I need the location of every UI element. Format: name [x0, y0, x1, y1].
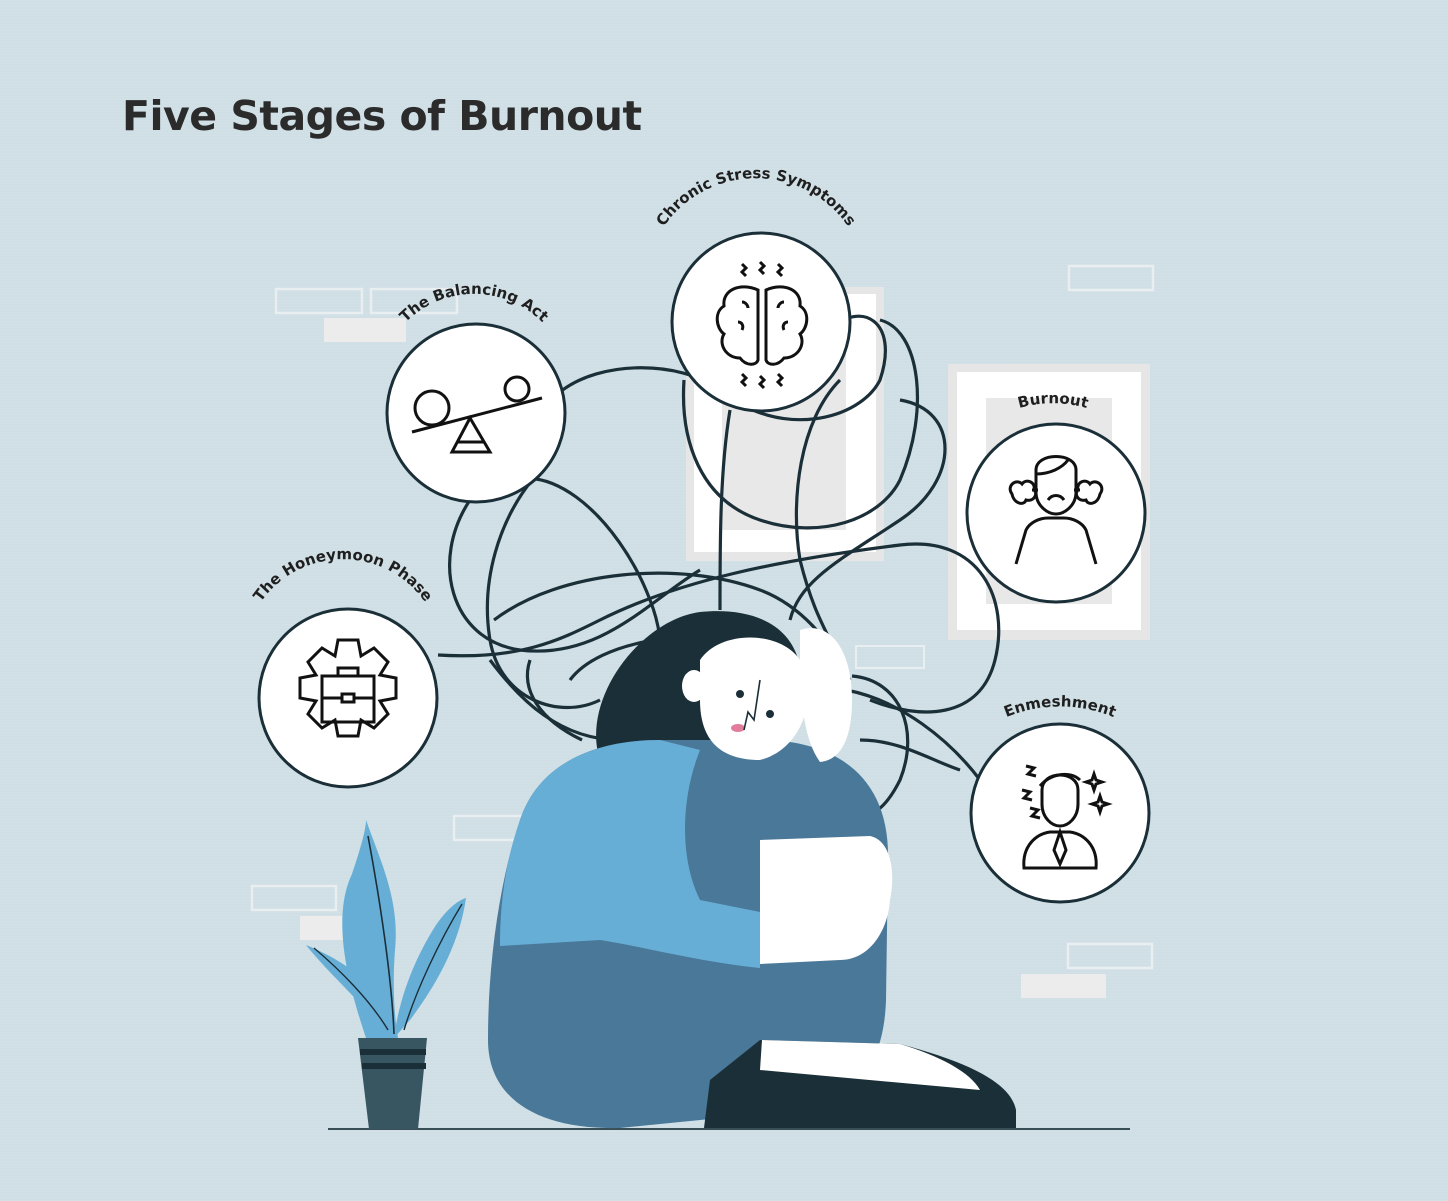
gear-briefcase-icon: [298, 638, 398, 738]
svg-text:The Balancing Act: The Balancing Act: [396, 280, 552, 326]
decor-rect-solid: [324, 318, 406, 342]
potted-plant: [306, 820, 466, 1129]
seesaw-icon: [411, 375, 543, 454]
svg-text:Chronic Stress Symptoms: Chronic Stress Symptoms: [652, 164, 859, 229]
stage-label: Chronic Stress Symptoms: [652, 164, 859, 229]
mouth: [731, 724, 745, 732]
decor-rect-solid: [1021, 974, 1106, 998]
steaming-angry-person-icon: [1008, 455, 1104, 565]
stage-label: The Honeymoon Phase: [250, 545, 437, 605]
decor-rect-outline: [369, 287, 459, 315]
svg-text:The Honeymoon Phase: The Honeymoon Phase: [250, 545, 437, 605]
stage-burnout: Burnout: [965, 389, 1147, 604]
hand: [760, 836, 893, 964]
stage-circle: [969, 722, 1151, 904]
stage-balancing: The Balancing Act: [385, 280, 567, 504]
stage-circle: [670, 231, 852, 413]
face: [700, 637, 808, 760]
stage-honeymoon: The Honeymoon Phase: [250, 545, 439, 789]
stressed-businessman-icon: [1021, 764, 1113, 870]
sock: [760, 1040, 980, 1090]
stage-label: The Balancing Act: [396, 280, 552, 326]
stage-label: Burnout: [1016, 389, 1091, 412]
stage-label: Enmeshment: [1001, 692, 1118, 720]
ear: [682, 670, 706, 702]
decor-rect-outline: [250, 884, 338, 912]
decor-rect-outline: [1066, 942, 1154, 970]
svg-text:Enmeshment: Enmeshment: [1001, 692, 1118, 720]
stage-enmeshment: Enmeshment: [969, 692, 1151, 904]
crack-line: [743, 679, 761, 731]
svg-text:Burnout: Burnout: [1016, 389, 1091, 412]
shirt-sleeve: [500, 740, 760, 968]
brain-icon: [715, 260, 809, 390]
stage-circle: [385, 322, 567, 504]
decor-rect-outline: [1067, 264, 1155, 292]
page-title: Five Stages of Burnout: [122, 92, 642, 140]
eye-left: [736, 690, 744, 698]
stressed-woman: [488, 611, 1016, 1129]
raised-hand: [800, 628, 852, 762]
decor-rect-outline: [855, 645, 925, 669]
decor-rect-outline: [274, 287, 364, 315]
eye-right: [766, 710, 774, 718]
